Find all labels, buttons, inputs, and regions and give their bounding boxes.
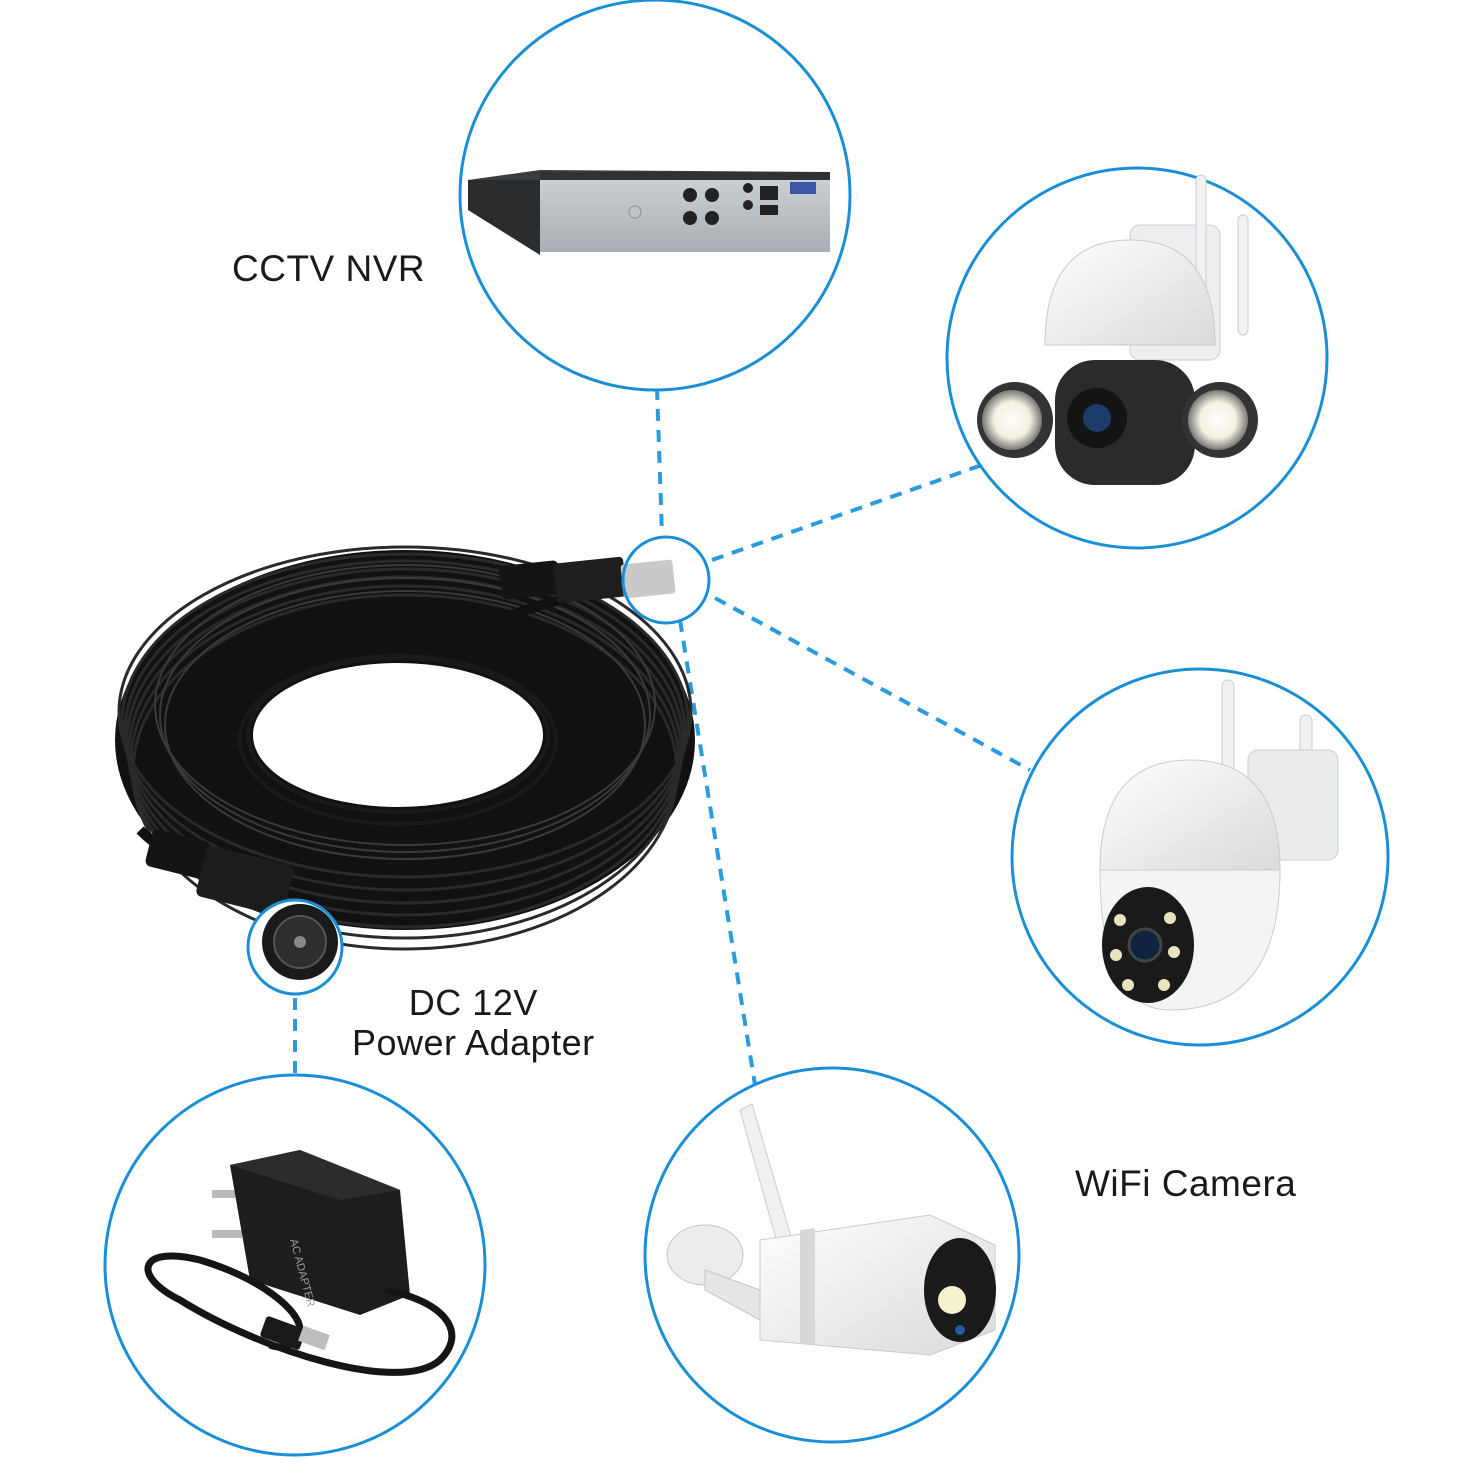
nvr-label: CCTV NVR <box>232 248 426 289</box>
ptz-camera-callout <box>945 166 1329 550</box>
line-to-nvr <box>655 387 664 536</box>
bullet-wifi-camera-icon <box>666 1103 996 1356</box>
callout-female-plug <box>246 898 344 996</box>
ptz-floodlight-camera-icon <box>977 174 1258 485</box>
dome-wifi-camera-icon <box>1099 679 1339 1011</box>
adapter-callout: AC ADAPTER <box>103 1073 487 1457</box>
nvr-callout <box>458 0 852 392</box>
wifi-camera-label: WiFi Camera <box>1075 1163 1297 1204</box>
nvr-recorder-icon <box>468 170 830 255</box>
line-to-ptz-camera <box>711 463 983 562</box>
line-to-dome-camera <box>714 596 1031 772</box>
callout-male-plug <box>621 535 711 625</box>
power-adapter-label-line2: Power Adapter <box>352 1022 595 1063</box>
bullet-camera-callout <box>643 1066 1021 1444</box>
dome-camera-callout <box>1010 667 1390 1047</box>
connector-lines <box>293 387 1031 1086</box>
coiled-cable-icon <box>115 545 695 951</box>
power-adapter-label-line1: DC 12V <box>408 982 538 1023</box>
power-adapter-label: DC 12V Power Adapter <box>352 983 595 1063</box>
line-to-bullet-camera <box>678 619 757 1086</box>
